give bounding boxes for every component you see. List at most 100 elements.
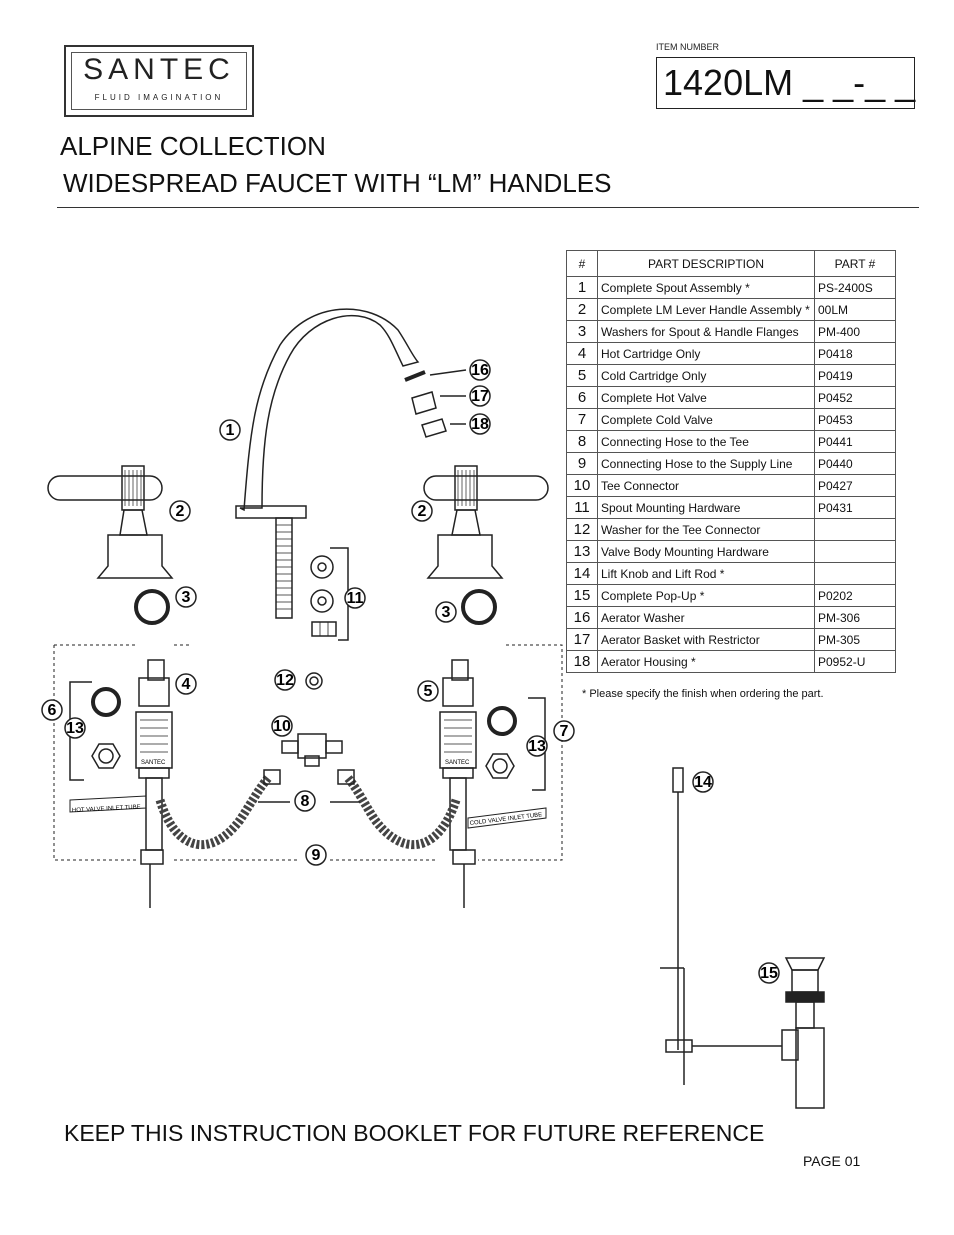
callout-circle <box>271 715 293 737</box>
callout-circle <box>526 735 548 757</box>
callout-circle <box>435 601 457 623</box>
cell-desc: Complete Cold Valve <box>597 408 815 431</box>
cell-part: PM-400 <box>814 320 896 343</box>
product-title: WIDESPREAD FAUCET WITH “LM” HANDLES <box>63 168 612 198</box>
cold-valve-brand: SANTEC <box>445 760 470 766</box>
callout-number: 11 <box>347 590 364 607</box>
callout-circle <box>175 586 197 608</box>
logo-tagline: FLUID IMAGINATION <box>94 93 224 102</box>
callout-number: 13 <box>528 738 546 755</box>
page-number: PAGE 01 <box>803 1153 861 1169</box>
callout-number: 17 <box>471 388 489 405</box>
cell-desc: Washer for the Tee Connector <box>597 518 815 541</box>
cell-part: 00LM <box>814 298 896 321</box>
callout-circle <box>175 673 197 695</box>
cell-desc: Tee Connector <box>597 474 815 497</box>
callout-circle <box>469 359 491 381</box>
callout-circle <box>274 669 296 691</box>
callout-number: 5 <box>424 683 433 700</box>
cold-cartridge <box>451 659 469 681</box>
cell-part: P0419 <box>814 364 896 387</box>
cell-num: 8 <box>566 430 598 453</box>
callout-circle <box>469 385 491 407</box>
footer-notice: KEEP THIS INSTRUCTION BOOKLET FOR FUTURE… <box>64 1120 765 1146</box>
collection-title: ALPINE COLLECTION <box>60 131 326 161</box>
cell-desc: Cold Cartridge Only <box>597 364 815 387</box>
cell-part: P0431 <box>814 496 896 519</box>
callout-circle <box>41 699 63 721</box>
cell-part: P0441 <box>814 430 896 453</box>
callout-circle <box>692 771 714 793</box>
callout-number: 16 <box>471 362 489 379</box>
callout-number: 13 <box>66 720 84 737</box>
cell-part: P0440 <box>814 452 896 475</box>
cell-num: 14 <box>566 562 598 585</box>
cell-part: P0427 <box>814 474 896 497</box>
callout-number: 7 <box>560 723 569 740</box>
header-part-number: PART # <box>814 250 896 277</box>
cell-num: 4 <box>566 342 598 365</box>
spout-body <box>239 308 420 512</box>
left-lever <box>47 475 163 501</box>
callout-number: 12 <box>276 672 294 689</box>
cell-num: 11 <box>566 496 598 519</box>
cell-num: 16 <box>566 606 598 629</box>
callout-number: 1 <box>226 422 235 439</box>
cell-desc: Washers for Spout & Handle Flanges <box>597 320 815 343</box>
parts-table-header: # PART DESCRIPTION PART # <box>566 250 896 277</box>
cell-desc: Lift Knob and Lift Rod * <box>597 562 815 585</box>
callout-circle <box>553 720 575 742</box>
cell-desc: Complete Hot Valve <box>597 386 815 409</box>
cell-num: 10 <box>566 474 598 497</box>
cell-num: 2 <box>566 298 598 321</box>
cell-num: 12 <box>566 518 598 541</box>
cell-desc: Aerator Housing * <box>597 650 815 673</box>
hot-inlet-tube-label: HOT VALVE INLET TUBE <box>72 804 141 814</box>
callout-circle <box>169 500 191 522</box>
callout-number: 6 <box>48 702 57 719</box>
cell-desc: Aerator Washer <box>597 606 815 629</box>
header-description: PART DESCRIPTION <box>597 250 815 277</box>
hot-cartridge <box>147 659 165 681</box>
cell-part: P0453 <box>814 408 896 431</box>
cell-part: PM-305 <box>814 628 896 651</box>
cell-part <box>814 562 896 585</box>
cell-num: 1 <box>566 276 598 299</box>
header-num: # <box>566 250 598 277</box>
callout-circle <box>411 500 433 522</box>
left-flange-washer <box>134 589 170 625</box>
callout-circle <box>294 790 316 812</box>
callout-number: 14 <box>694 774 712 791</box>
item-number-label: ITEM NUMBER <box>656 42 719 52</box>
hot-valve-brand: SANTEC <box>141 760 166 766</box>
cell-num: 17 <box>566 628 598 651</box>
right-flange-washer <box>461 589 497 625</box>
cell-part: PM-306 <box>814 606 896 629</box>
cell-desc: Valve Body Mounting Hardware <box>597 540 815 563</box>
callout-circle <box>305 844 327 866</box>
callout-circle <box>417 680 439 702</box>
callout-number: 4 <box>182 676 191 693</box>
callout-number: 2 <box>176 503 185 520</box>
popup-cap <box>784 957 826 971</box>
callout-number: 3 <box>442 604 451 621</box>
spout-shank <box>275 517 293 619</box>
callout-number: 8 <box>301 793 310 810</box>
cell-desc: Complete LM Lever Handle Assembly * <box>597 298 815 321</box>
callout-number: 9 <box>312 847 321 864</box>
